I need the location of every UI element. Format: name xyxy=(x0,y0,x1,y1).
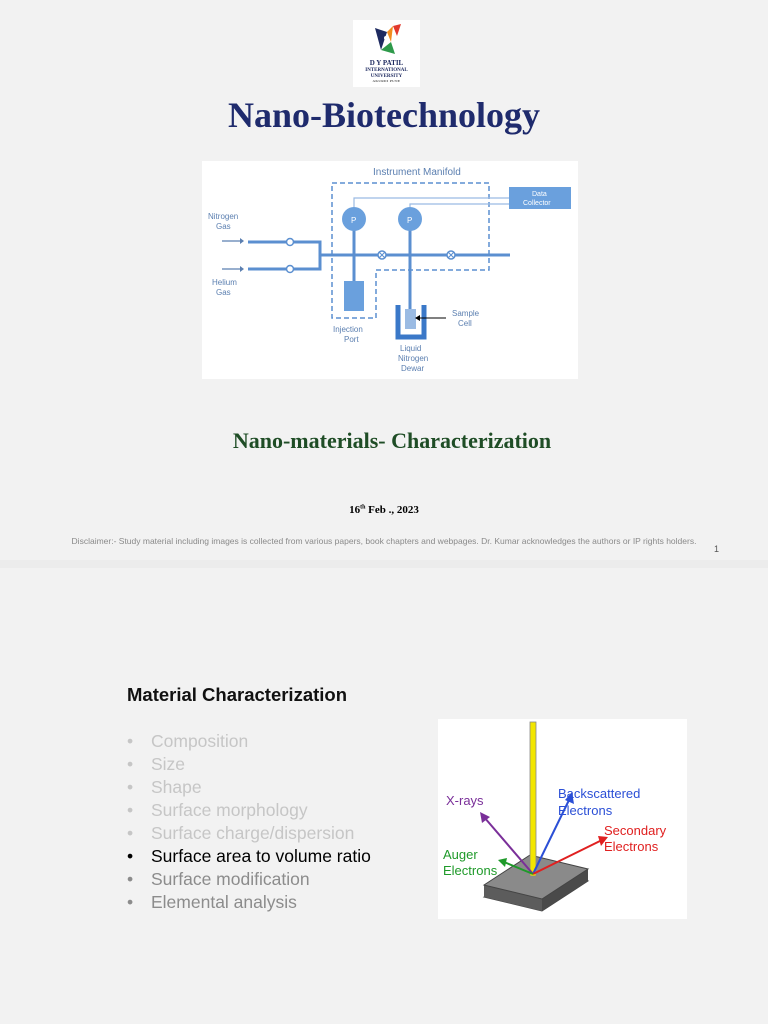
slide-title: Nano-Biotechnology xyxy=(227,95,540,135)
sample-label-1: Sample xyxy=(452,309,480,318)
electron-interaction-figure: X-rays Backscattered Electrons Secondary… xyxy=(438,719,687,919)
list-item: •Size xyxy=(127,754,186,774)
injection-label-1: Injection xyxy=(333,325,363,334)
page-number: 1 xyxy=(714,544,720,554)
list-item: •Surface charge/dispersion xyxy=(127,823,355,843)
backscattered-arrow-icon xyxy=(532,797,571,875)
data-collector-box xyxy=(509,187,571,209)
slide-2: Material Characterization •Composition •… xyxy=(0,568,768,1024)
presentation-date: 16th Feb ., 2023 xyxy=(0,504,768,516)
pressure-gauge-label: P xyxy=(407,216,412,225)
list-item: •Elemental analysis xyxy=(127,892,297,912)
secondary-label-1: Secondary xyxy=(604,823,667,838)
list-item: •Composition xyxy=(127,731,249,751)
list-item-active: •Surface area to volume ratio xyxy=(127,846,371,866)
slide-subtitle: Nano-materials- Characterization xyxy=(232,428,552,453)
manifold-boundary xyxy=(331,182,490,319)
xrays-label: X-rays xyxy=(446,793,484,808)
gas-pipes xyxy=(248,225,510,313)
logo-line-1: D Y PATIL xyxy=(369,59,404,67)
dewar-label-2: Nitrogen xyxy=(398,354,428,363)
list-item: •Surface modification xyxy=(127,869,310,889)
university-logo: D Y PATIL INTERNATIONAL UNIVERSITY AKURD… xyxy=(353,20,420,87)
auger-arrow-icon xyxy=(503,861,534,875)
pressure-gauge-icon xyxy=(342,207,366,231)
pressure-gauge-label: P xyxy=(351,216,356,225)
helium-label-1: Helium xyxy=(212,278,237,287)
slide-1: D Y PATIL INTERNATIONAL UNIVERSITY AKURD… xyxy=(0,20,768,554)
list-item: •Shape xyxy=(127,777,202,797)
logo-line-4: AKURDI PUNE xyxy=(372,79,401,83)
logo-line-2: INTERNATIONAL xyxy=(365,68,408,73)
electron-beam xyxy=(529,721,537,877)
injection-port-icon xyxy=(344,281,364,311)
logo-emblem-icon xyxy=(375,24,401,54)
backscattered-label-1: Backscattered xyxy=(558,786,640,801)
data-collector-label-1: Data xyxy=(532,191,547,198)
date-ordinal: th xyxy=(360,504,366,511)
nitrogen-label-1: Nitrogen xyxy=(208,212,238,221)
backscattered-label-2: Electrons xyxy=(558,803,613,818)
helium-label-2: Gas xyxy=(216,288,231,297)
instrument-manifold-diagram: Instrument Manifold Nitrogen Gas Helium … xyxy=(202,161,578,379)
characterization-list: •Composition •Size •Shape •Surface morph… xyxy=(127,730,371,914)
nitrogen-label-2: Gas xyxy=(216,222,231,231)
xray-arrow-icon xyxy=(483,816,534,875)
section-heading: Material Characterization xyxy=(127,684,348,705)
dewar-label-1: Liquid xyxy=(400,344,421,353)
disclaimer: Disclaimer:- Study material including im… xyxy=(71,536,697,546)
secondary-label-2: Electrons xyxy=(604,839,659,854)
secondary-arrow-icon xyxy=(532,839,603,875)
manifold-heading: Instrument Manifold xyxy=(373,167,461,178)
list-item: •Surface morphology xyxy=(127,800,308,820)
injection-label-2: Port xyxy=(344,335,359,344)
sample-label-2: Cell xyxy=(458,319,472,328)
auger-label-2: Electrons xyxy=(443,863,498,878)
sample-cell-icon xyxy=(405,309,416,329)
logo-line-3: UNIVERSITY xyxy=(370,74,403,79)
date-rest: Feb ., 2023 xyxy=(365,504,419,516)
auger-label-1: Auger xyxy=(443,847,478,862)
data-collector-label-2: Collector xyxy=(523,200,551,207)
date-day: 16 xyxy=(349,504,361,516)
dewar-label-3: Dewar xyxy=(401,364,424,373)
pressure-gauge-icon xyxy=(398,207,422,231)
dewar-icon xyxy=(395,305,427,340)
